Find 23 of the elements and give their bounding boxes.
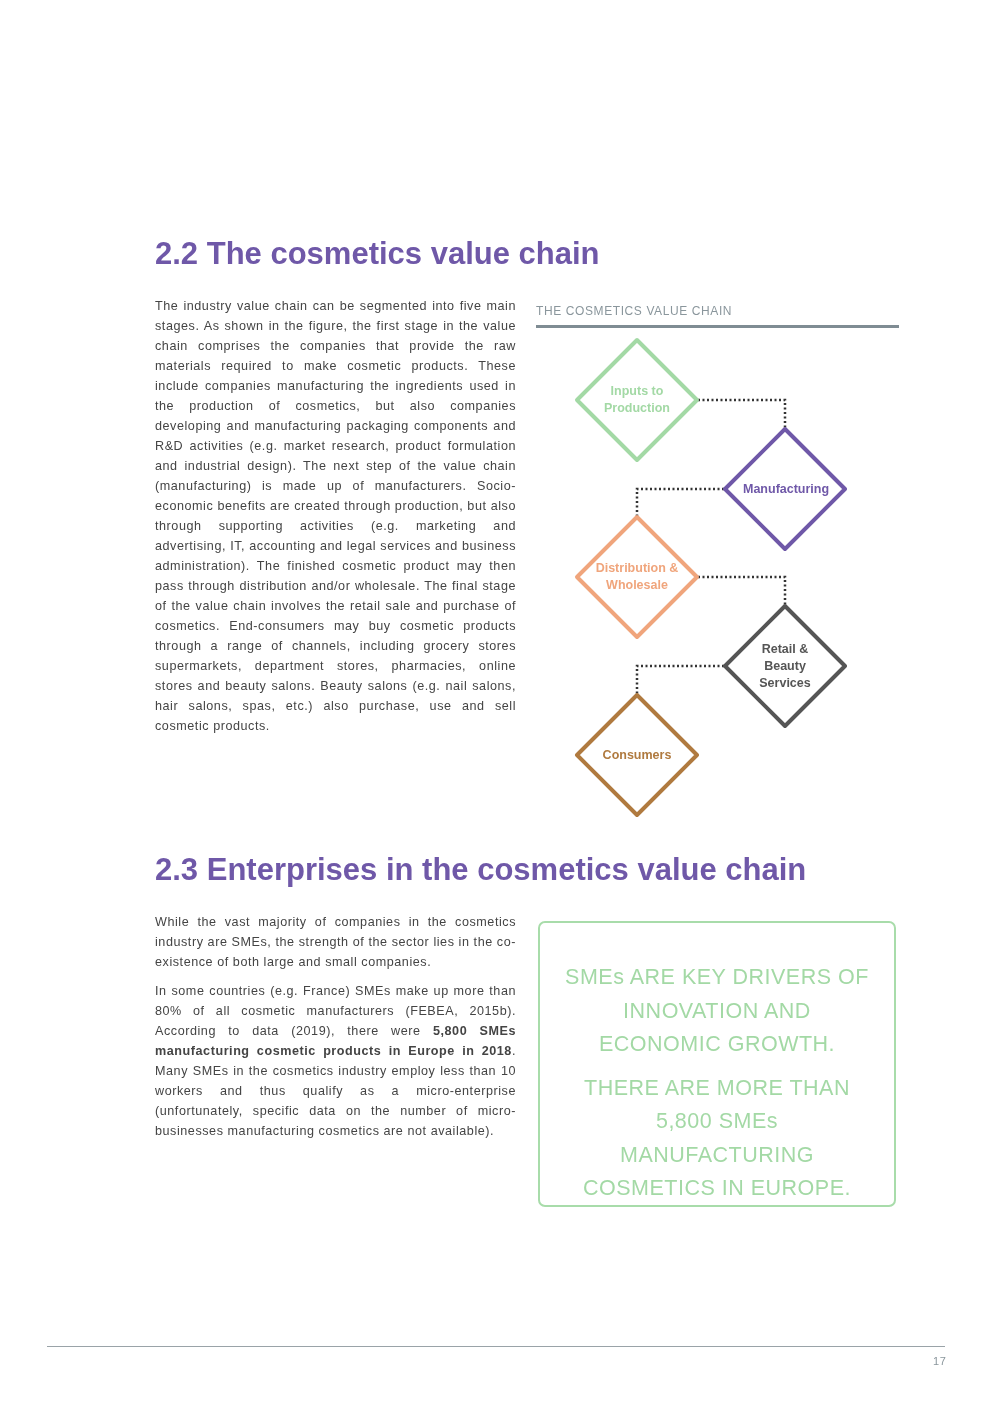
dotted-connector — [698, 398, 787, 428]
stage-diamond — [721, 425, 849, 553]
body-paragraph: While the vast majority of companies in the cosmetics industry are SMEs, the strength of the sector lies in the co-existence of both large and small companies. — [155, 914, 516, 971]
page-number: 17 — [933, 1355, 947, 1367]
stage-label: Distribution & Wholesale — [594, 560, 680, 594]
dotted-connector — [698, 575, 787, 605]
figure-title: THE COSMETICS VALUE CHAIN — [536, 304, 733, 318]
stage-diamond — [573, 691, 701, 819]
section-heading: 2.2 The cosmetics value chain — [155, 236, 600, 272]
stage-label: Retail & Beauty Services — [758, 640, 812, 692]
stage-label: Consumers — [601, 746, 673, 764]
body-paragraph: In some countries (e.g. France) SMEs make up more than 80% of all cosmetic manufacturers (FEBEA, 2015b). According to data (2019), there were 5,800 SMEs manufacturing cosmetic products in Europe in 2018. Many SMEs in the cosmetics industry employ less than 10 workers and thus qualify as a micro-enterprise (unfortunately, specific data on the number of micro-businesses manufacturing cosmetics are not available). — [155, 983, 516, 1140]
body-paragraph: The industry value chain can be segmented into five main stages. As shown in the figure, the first stage in the value chain comprises the companies that provide the raw materials required to make cosmetic products. These include companies manufacturing the ingredients used in the production of cosmetics, but also companies developing and manufacturing packaging components and R&D activities (e.g. market research, product formulation and industrial design). The next step of the value chain (manufacturing) is made up of manufacturers. Socio-economic benefits are created through production, but also through supporting activities (e.g. marketing and advertising, IT, accounting and legal services and business administration). The finished cosmetic product may then pass through distribution and/or wholesale. The final stage of the value chain involves the retail sale and purchase of cosmetics. End-consumers may buy cosmetic products through a range of channels, including grocery stores supermarkets, department stores, pharmacies, online stores and beauty salons. Beauty salons (e.g. nail salons, hair salons, spas, etc.) also purchase, use and sell cosmetic products. — [155, 298, 516, 735]
section-heading: 2.3 Enterprises in the cosmetics value chain — [155, 852, 807, 888]
callout-text: THERE ARE MORE THAN 5,800 SMEs MANUFACTURING COSMETICS IN EUROPE. — [581, 1074, 852, 1202]
stage-label: Manufacturing — [742, 480, 831, 498]
stage-label: Inputs to Production — [603, 383, 671, 417]
callout-panel — [538, 921, 896, 1207]
stage-diamond — [721, 602, 849, 730]
stage-diamond — [573, 336, 701, 464]
callout-text: SMEs ARE KEY DRIVERS OF INNOVATION AND ECONOMIC GROWTH. — [564, 964, 870, 1058]
dotted-connector — [635, 664, 724, 694]
stage-diamond — [573, 513, 701, 641]
